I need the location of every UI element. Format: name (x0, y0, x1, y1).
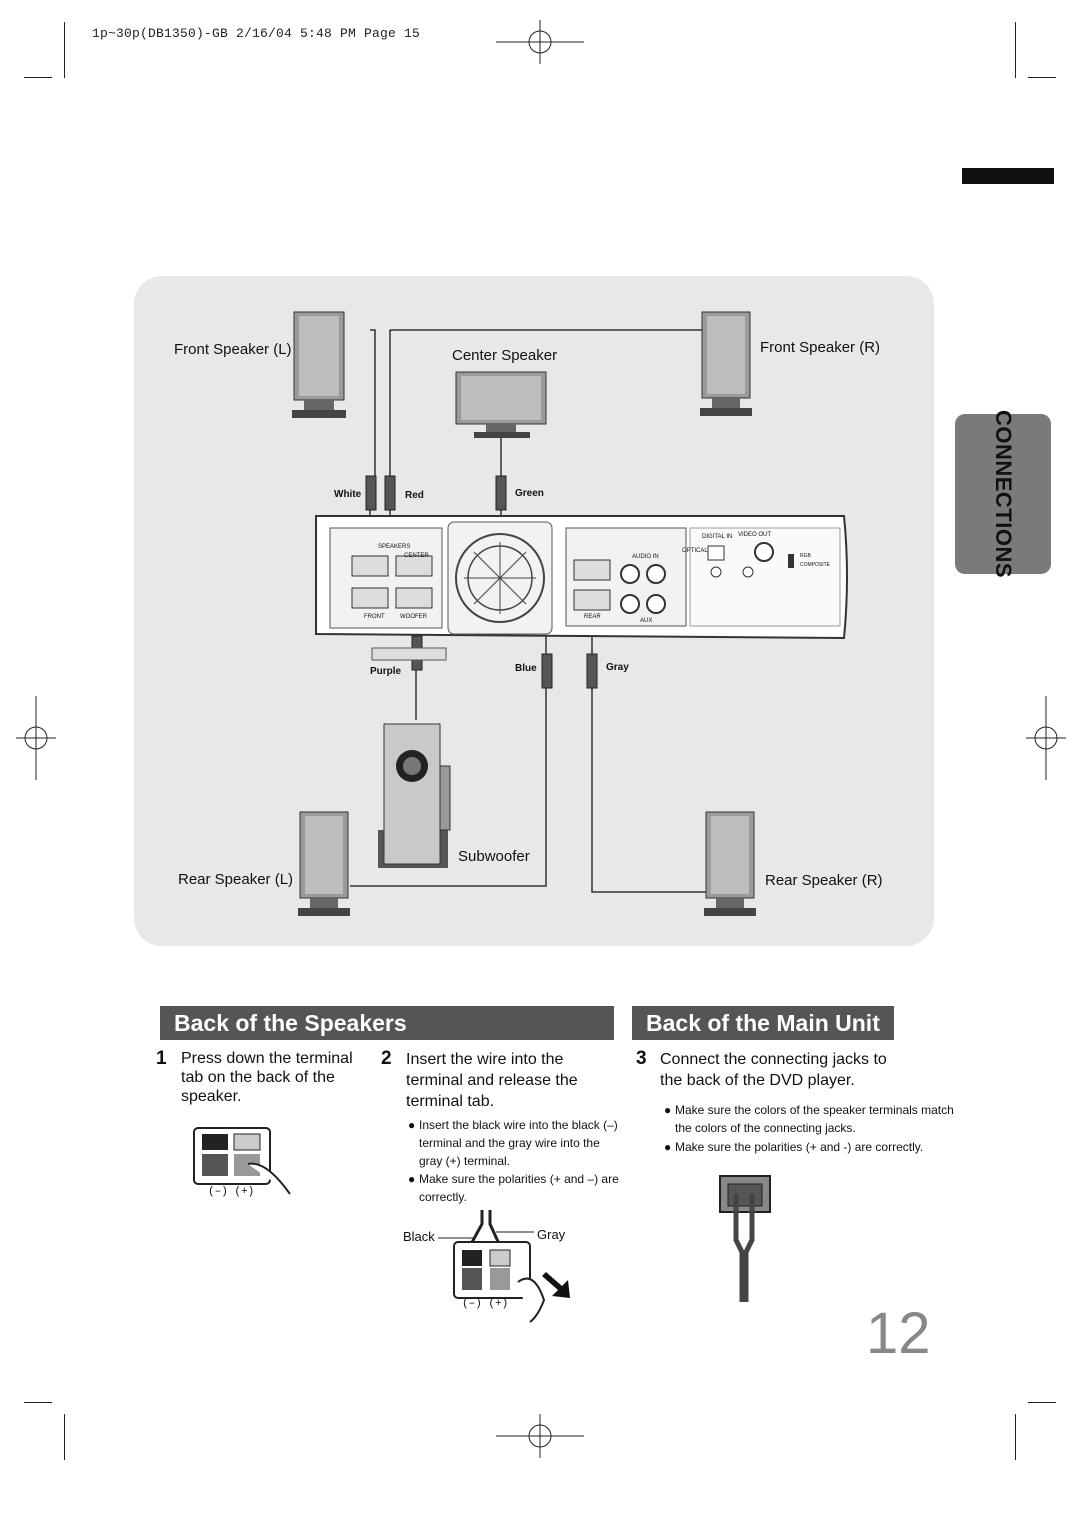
step-2-bullet-2-text: Make sure the polarities (+ and –) are c… (419, 1172, 619, 1204)
step-3-bullet-2: ● Make sure the polarities (+ and -) are… (664, 1138, 965, 1156)
step-1-polarity-label: (–) (+) (208, 1186, 255, 1198)
print-header: 1p~30p(DB1350)-GB 2/16/04 5:48 PM Page 1… (92, 26, 421, 41)
panel-composite-label: COMPOSITE (800, 562, 831, 568)
side-tab-label: CONNECTIONS (991, 409, 1016, 579)
front-speaker-left-icon (292, 311, 346, 418)
insert-wire-illustration (438, 1210, 570, 1323)
center-speaker-icon (455, 371, 547, 438)
panel-woofer-label: WOOFER (400, 614, 427, 620)
chapter-marker-bar (962, 168, 1054, 184)
front-speaker-right-icon (700, 311, 752, 416)
front-speaker-right-label: Front Speaker (R) (760, 339, 881, 356)
wire-gray-label: Gray (606, 662, 629, 673)
wire-purple-label: Purple (370, 666, 402, 677)
bullet-dot: ● (664, 1103, 672, 1117)
connections-side-tab: CONNECTIONS (955, 410, 1051, 578)
step-2-polarity-label: (–) (+) (462, 1298, 509, 1310)
panel-rear-label: REAR (584, 614, 601, 620)
page-number: 12 (866, 1301, 931, 1366)
center-speaker-label: Center Speaker (452, 347, 558, 364)
rear-speaker-right-icon (704, 811, 756, 916)
subwoofer-label: Subwoofer (458, 848, 530, 865)
panel-center-label: CENTER (404, 553, 429, 559)
step-2-number: 2 (381, 1048, 392, 1069)
panel-optical-label: OPTICAL (682, 548, 708, 554)
panel-rgb-label: RGB (800, 553, 811, 559)
step-2-text: Insert the wire into the terminal and re… (406, 1051, 578, 1110)
bullet-dot: ● (408, 1172, 416, 1186)
step-3-bullet-1: ● Make sure the colors of the speaker te… (664, 1101, 955, 1137)
panel-front-label: FRONT (364, 614, 385, 620)
rear-speaker-left-icon (298, 811, 350, 916)
back-of-main-unit-heading: Back of the Main Unit (632, 1006, 894, 1040)
step-3-text: Connect the connecting jacks to the back… (660, 1051, 887, 1089)
step-2-black-label: Black (403, 1229, 435, 1244)
main-unit-back-panel-icon (315, 515, 848, 661)
panel-audio-in-label: AUDIO IN (632, 554, 659, 560)
wire-white-label: White (334, 489, 362, 500)
bullet-dot: ● (664, 1140, 672, 1154)
bullet-dot: ● (408, 1118, 416, 1132)
step-3-bullet-2-text: Make sure the polarities (+ and -) are c… (675, 1140, 924, 1154)
subwoofer-icon (378, 723, 451, 868)
back-of-speakers-heading: Back of the Speakers (160, 1006, 614, 1040)
step-1-number: 1 (156, 1048, 167, 1069)
panel-speakers-label: SPEAKERS (378, 544, 411, 550)
wire-green-label: Green (515, 488, 544, 499)
rear-speaker-left-label: Rear Speaker (L) (178, 871, 294, 888)
panel-digital-in-label: DIGITAL IN (702, 534, 733, 540)
front-speaker-left-label: Front Speaker (L) (174, 341, 292, 358)
step-1-text: Press down the terminal tab on the back … (181, 1050, 353, 1105)
step-3-number: 3 (636, 1048, 647, 1069)
press-terminal-tab-illustration (193, 1127, 291, 1195)
connecting-jack-illustration (719, 1175, 771, 1302)
speaker-wiring-diagram (292, 311, 848, 916)
step-2-bullet-2: ● Make sure the polarities (+ and –) are… (408, 1170, 619, 1206)
rear-speaker-right-label: Rear Speaker (R) (765, 872, 883, 889)
step-3-bullet-1-text: Make sure the colors of the speaker term… (675, 1103, 954, 1135)
panel-video-out-label: VIDEO OUT (738, 532, 772, 538)
wire-red-label: Red (405, 490, 424, 501)
step-2-gray-label: Gray (537, 1227, 566, 1242)
step-2-bullet-1-text: Insert the black wire into the black (–)… (419, 1118, 618, 1168)
step-2-bullet-1: ● Insert the black wire into the black (… (408, 1116, 619, 1170)
panel-aux-label: AUX (640, 618, 653, 624)
wire-blue-label: Blue (515, 663, 537, 674)
